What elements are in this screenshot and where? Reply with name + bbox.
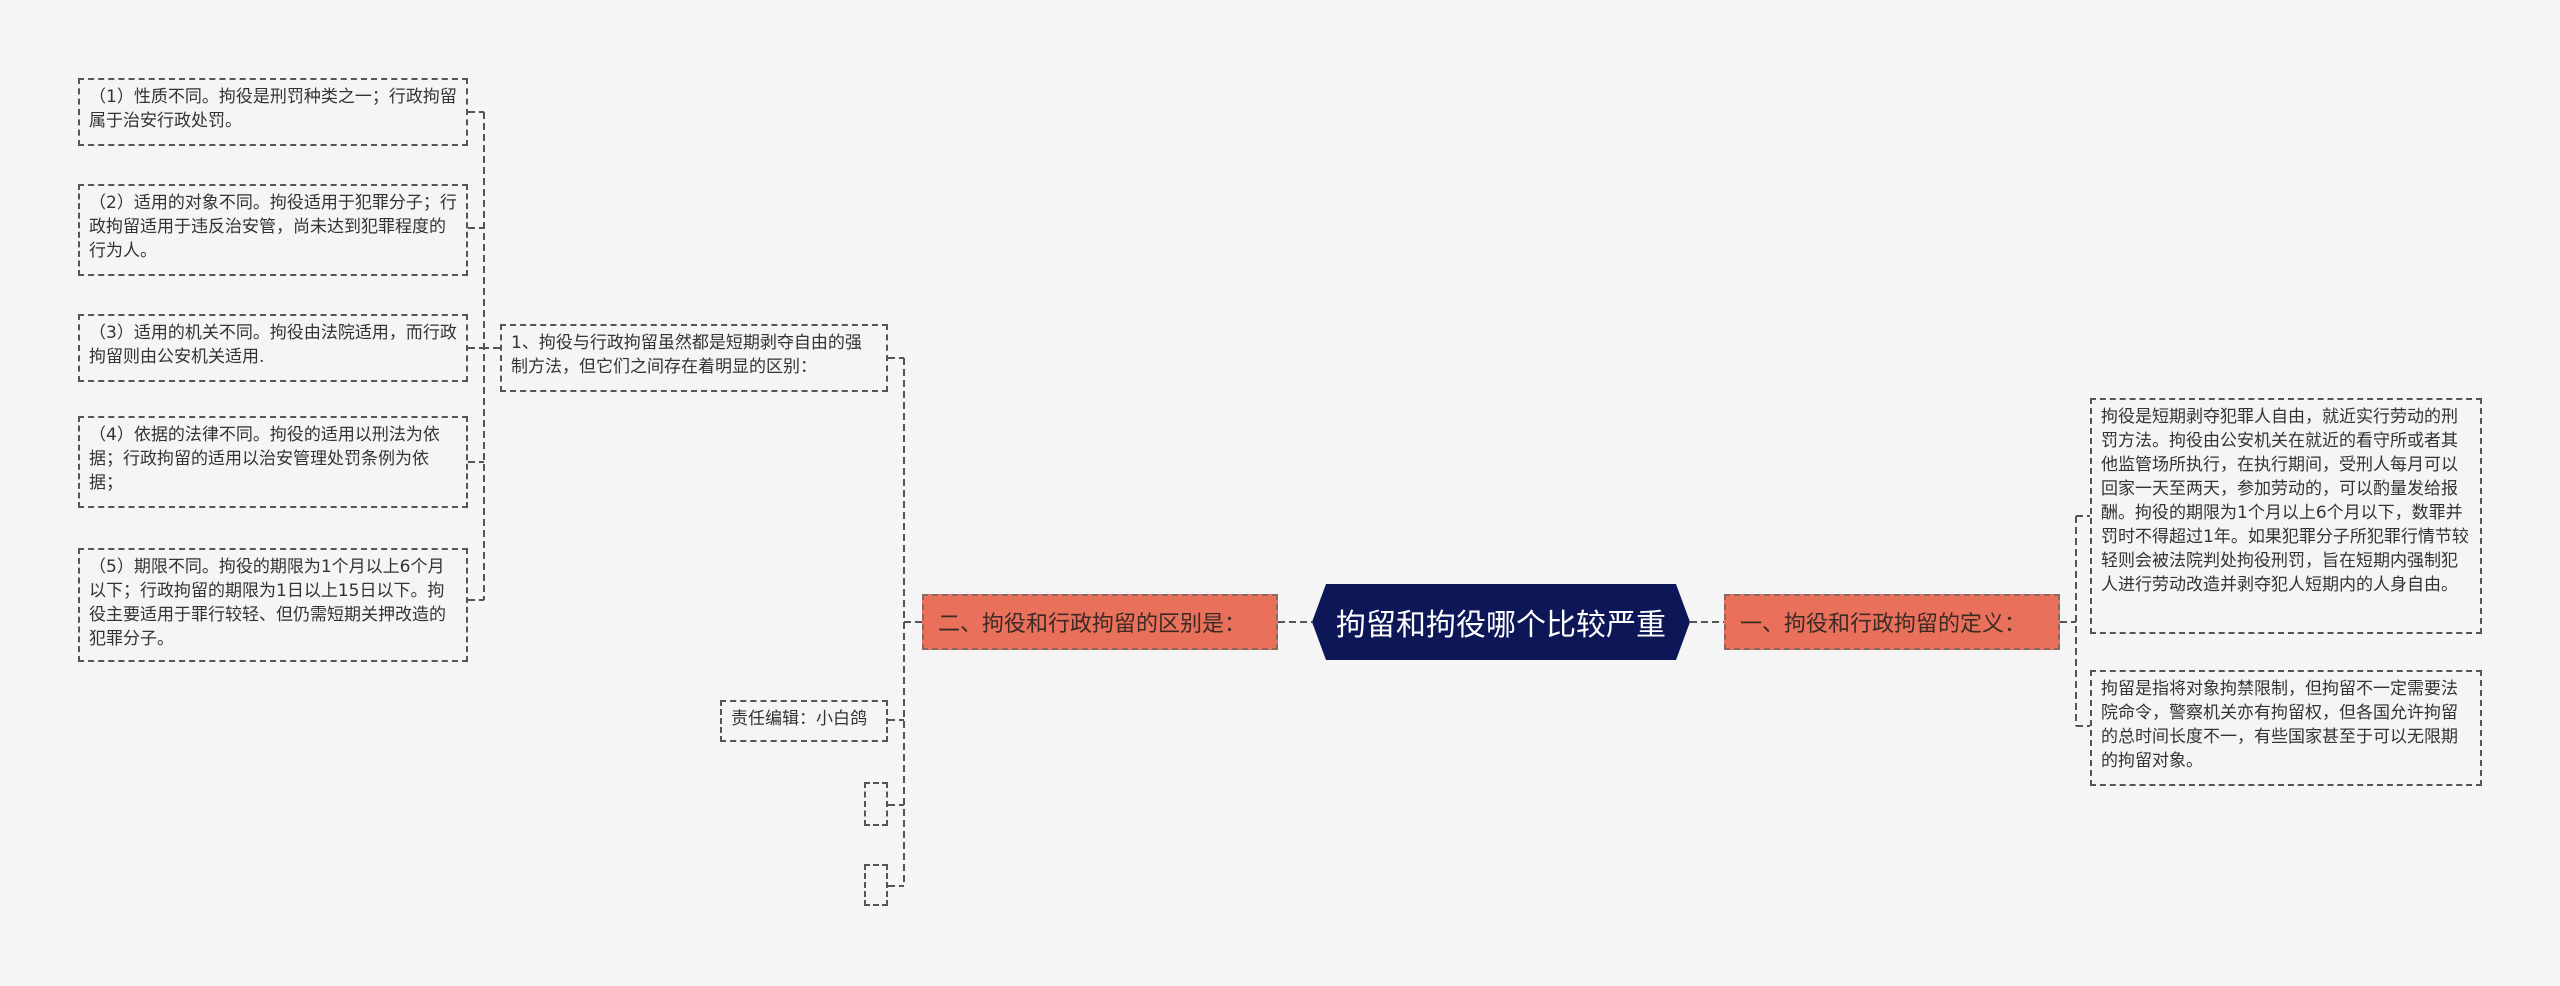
intro-node[interactable]: 1、拘役与行政拘留虽然都是短期剥夺自由的强制方法，但它们之间存在着明显的区别： (500, 324, 888, 392)
left-item-4[interactable]: （4）依据的法律不同。拘役的适用以刑法为依据；行政拘留的适用以治安管理处罚条例为… (78, 416, 468, 508)
left-item-5[interactable]: （5）期限不同。拘役的期限为1个月以上6个月以下；行政拘留的期限为1日以上15日… (78, 548, 468, 662)
left-item-2[interactable]: （2）适用的对象不同。拘役适用于犯罪分子；行政拘留适用于违反治安管，尚未达到犯罪… (78, 184, 468, 276)
left-item-3[interactable]: （3）适用的机关不同。拘役由法院适用，而行政拘留则由公安机关适用. (78, 314, 468, 382)
root-title: 拘留和拘役哪个比较严重 (1336, 608, 1666, 643)
left-item-1[interactable]: （1）性质不同。拘役是刑罚种类之一；行政拘留属于治安行政处罚。 (78, 78, 468, 146)
root-node[interactable]: 拘留和拘役哪个比较严重 (1312, 584, 1690, 660)
branch-definition[interactable]: 一、拘役和行政拘留的定义： (1724, 594, 2060, 650)
branch-definition-label: 一、拘役和行政拘留的定义： (1740, 612, 2027, 637)
right-node-juliu-definition[interactable]: 拘留是指将对象拘禁限制，但拘留不一定需要法院命令，警察机关亦有拘留权，但各国允许… (2090, 670, 2482, 786)
right-node-juyi-definition[interactable]: 拘役是短期剥夺犯罪人自由，就近实行劳动的刑罚方法。拘役由公安机关在就近的看守所或… (2090, 398, 2482, 634)
editor-node[interactable]: 责任编辑：小白鸽 (720, 700, 888, 742)
empty-node[interactable] (864, 782, 888, 826)
branch-difference-label: 二、拘役和行政拘留的区别是： (938, 612, 1247, 637)
empty-node[interactable] (864, 864, 888, 906)
branch-difference[interactable]: 二、拘役和行政拘留的区别是： (922, 594, 1278, 650)
root-hexagon-shape (1312, 584, 1690, 660)
